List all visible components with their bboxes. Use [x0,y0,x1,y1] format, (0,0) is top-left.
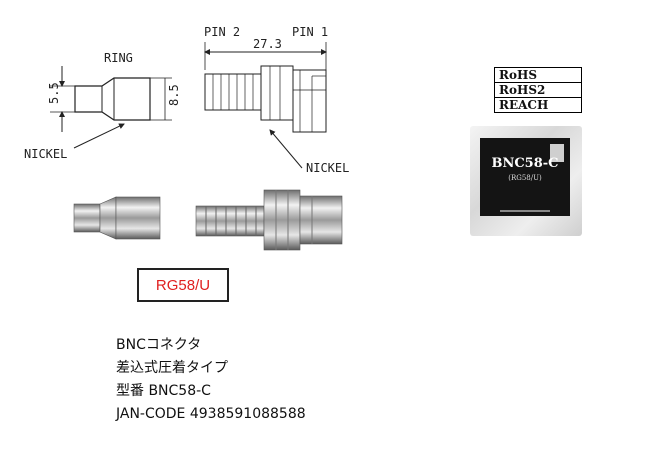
nickel-right-label: NICKEL [306,161,349,175]
ring-drawing: RING 5.5 8.5 NICKEL [24,51,181,161]
package-card: BNC58-C (RG58/U) [480,138,570,216]
package-subtitle: (RG58/U) [508,174,542,182]
nickel-left-label: NICKEL [24,147,67,161]
description-line-3: 型番 BNC58-C [116,383,211,399]
cable-type-label: RG58/U [155,276,211,294]
pin1-label: PIN 1 [292,25,328,39]
connector-photo [195,189,343,251]
cert-rohs2: RoHS2 [495,83,581,98]
cable-type-box: RG58/U [137,268,229,302]
package-barcode [500,210,550,212]
pin2-label: PIN 2 [204,25,240,39]
ring-label: RING [104,51,133,65]
cert-rohs: RoHS [495,68,581,83]
description-line-4: JAN-CODE 4938591088588 [116,406,306,422]
certification-table: RoHS RoHS2 REACH [494,67,582,113]
dim-outer-label: 8.5 [167,84,181,106]
ring-photo [73,196,161,240]
connector-drawing: PIN 2 PIN 1 27.3 NICKEL [204,25,349,175]
description-line-1: BNCコネクタ [116,337,202,353]
dim-inner-label: 5.5 [47,82,61,104]
package-title: BNC58-C [491,156,559,171]
description-line-2: 差込式圧着タイプ [116,360,228,376]
package-photo: BNC58-C (RG58/U) [470,126,582,236]
package-sticker [550,144,564,162]
cert-reach: REACH [499,98,549,112]
length-label: 27.3 [253,37,282,51]
product-description: BNCコネクタ 差込式圧着タイプ 型番 BNC58-C JAN-CODE 493… [116,334,306,426]
